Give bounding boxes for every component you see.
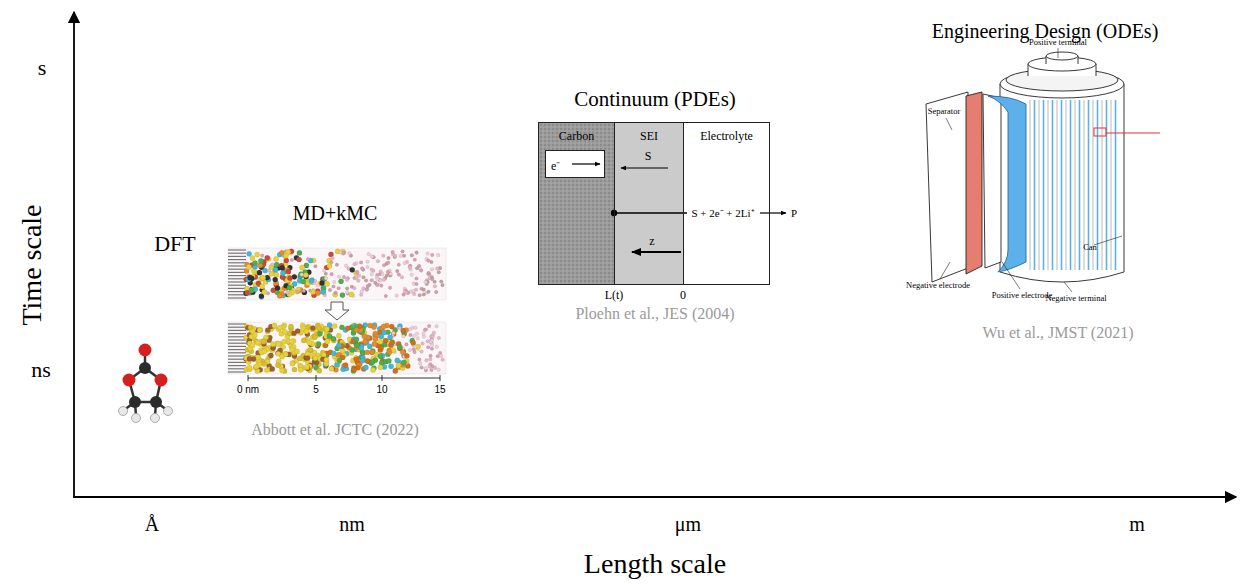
citation: Abbott et al. JCTC (2022)	[251, 421, 419, 439]
method-title: Continuum (PDEs)	[574, 88, 736, 111]
part-label: Negative electrode	[906, 281, 970, 290]
axes	[73, 12, 1236, 498]
coordinate-label: 0	[680, 289, 686, 302]
molecule-figure	[119, 344, 173, 423]
battery-figure	[926, 48, 1160, 292]
part-label: Separator	[928, 107, 961, 116]
axis-tick: Å	[145, 513, 159, 535]
region-box: Carbon e⁻	[538, 122, 615, 285]
coordinate-label: L(t)	[605, 289, 624, 302]
coordinate-label: z	[649, 235, 654, 248]
species-label: S	[645, 150, 652, 163]
sei-figure	[538, 122, 786, 285]
citation: Wu et al., JMST (2021)	[982, 324, 1133, 342]
citation: Ploehn et al., JES (2004)	[575, 305, 734, 323]
axis-tick: μm	[675, 513, 701, 535]
scale-tick: 10	[376, 384, 387, 395]
scale-tick: 5	[313, 384, 319, 395]
region-box: Electrolyte	[683, 122, 770, 285]
axis-tick: nm	[339, 513, 365, 535]
reaction-label: S + 2e⁻ + 2Li⁺	[690, 207, 755, 219]
part-label: Can	[1083, 243, 1097, 252]
axis-tick: ns	[31, 358, 51, 382]
region-box: SEI	[614, 122, 684, 285]
axis-title: Time scale	[17, 204, 48, 325]
reaction-label: P	[791, 207, 797, 219]
method-title: MD+kMC	[293, 202, 378, 224]
part-label: Positive electrode	[992, 291, 1053, 300]
electron-box: e⁻	[545, 150, 605, 178]
method-title: DFT	[154, 232, 196, 256]
axis-tick: m	[1129, 513, 1145, 535]
node-label: Carbon	[559, 129, 594, 144]
md-snapshots	[228, 248, 446, 381]
axis-title: Length scale	[584, 549, 726, 580]
node-label: SEI	[640, 129, 658, 144]
axis-tick: s	[38, 56, 47, 80]
node-label: Electrolyte	[700, 129, 753, 144]
node-label: e⁻	[551, 157, 560, 174]
part-label: Positive terminal	[1029, 38, 1087, 47]
scale-tick: 0 nm	[237, 384, 259, 395]
part-label: Negative terminal	[1045, 294, 1106, 303]
scale-tick: 15	[434, 384, 445, 395]
